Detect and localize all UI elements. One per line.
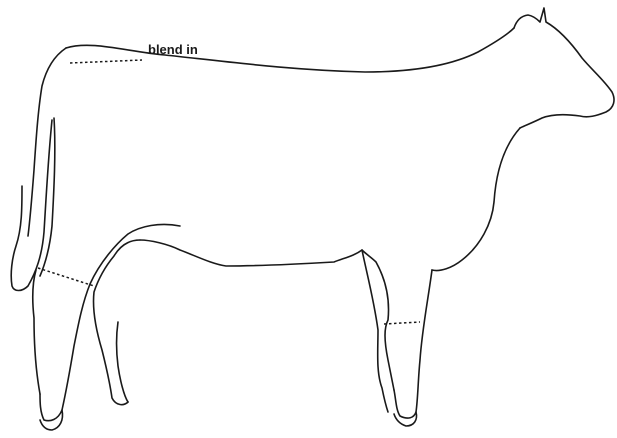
hind-leg-inner (117, 322, 129, 402)
front-leg-near (394, 270, 432, 418)
front-leg-blend-dashes (384, 322, 420, 324)
tail-inner (40, 118, 55, 276)
brisket-outline (432, 128, 520, 271)
front-leg-far (362, 250, 394, 412)
rear-stifle-outline (40, 224, 180, 420)
blend-in-label: blend in (148, 42, 198, 57)
cow-body-outline (11, 8, 614, 430)
topline-blend-dashes (70, 60, 142, 63)
rear-leg-back (33, 270, 40, 394)
front-hoof (394, 412, 417, 426)
back-line (66, 28, 514, 72)
rear-leg-blend-dashes (38, 268, 94, 286)
head-outline (514, 8, 614, 128)
rump-outline (28, 48, 66, 236)
belly-line (140, 240, 362, 266)
blend-guide-lines (38, 60, 420, 324)
